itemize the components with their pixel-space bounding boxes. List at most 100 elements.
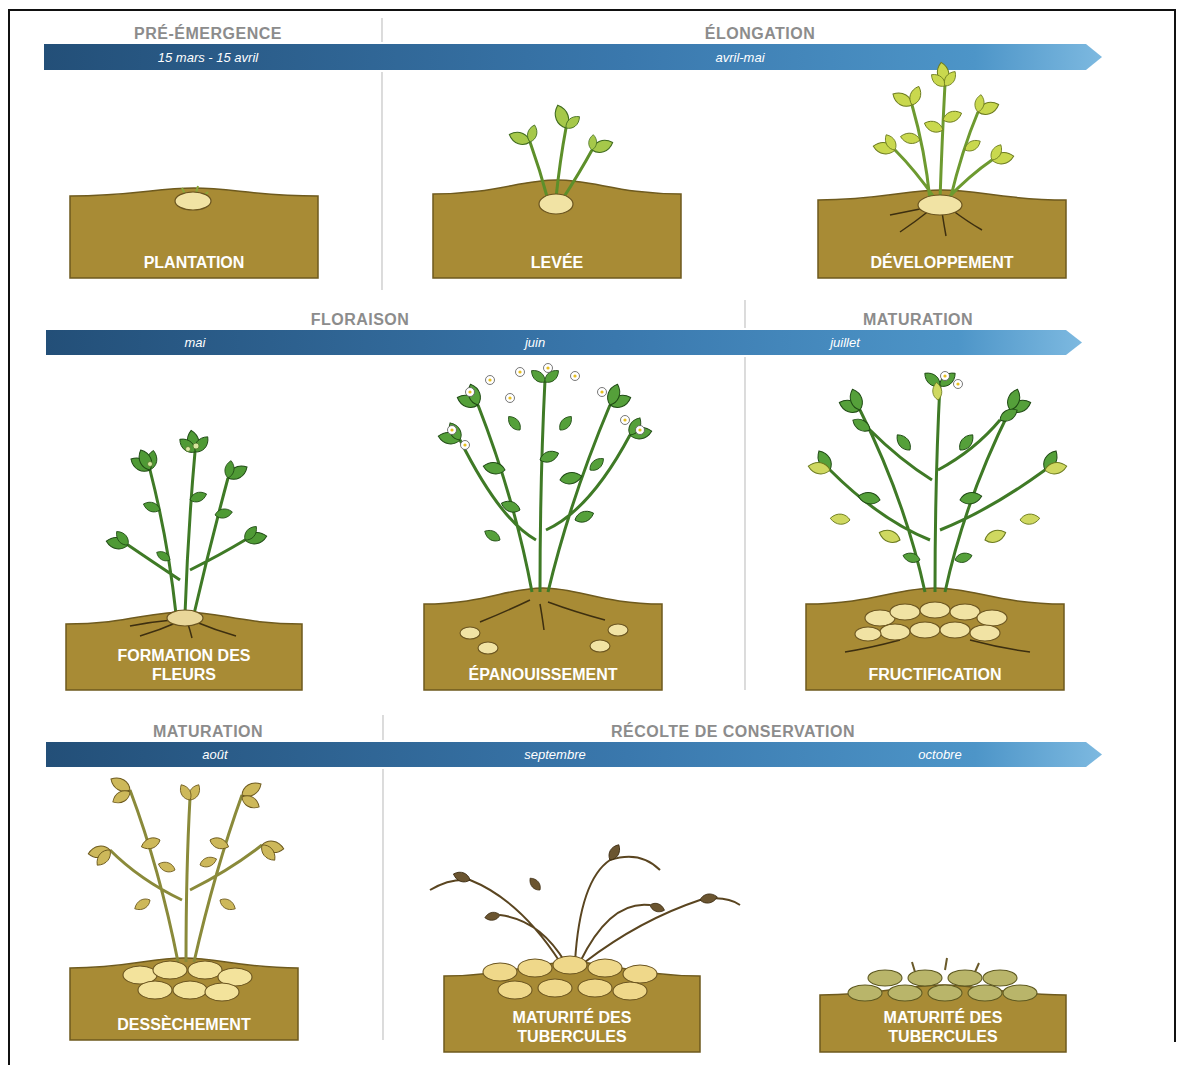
flowering-plant	[500, 498, 522, 514]
flowering-plant	[516, 368, 525, 377]
flowering-plant	[486, 376, 495, 385]
fruiting-plant	[902, 551, 921, 564]
fruiting-plant	[855, 627, 881, 641]
drying-plant	[258, 842, 278, 864]
soil-mound-shape	[424, 588, 662, 690]
budding-plant	[148, 462, 153, 467]
soil-mound-shape	[433, 180, 681, 278]
drying-plant	[173, 981, 207, 999]
flowering-plant	[483, 527, 503, 544]
dead-haulm	[484, 911, 501, 921]
budding-plant	[142, 500, 162, 514]
timeline-band: aoûtseptembreoctobre	[46, 742, 1102, 767]
drying-plant	[157, 860, 177, 874]
fruiting-plant	[941, 372, 963, 389]
budding-plant	[148, 443, 200, 467]
stored-tubers	[888, 985, 922, 1001]
flowering-plant	[460, 627, 480, 639]
soil-mound-shape	[70, 958, 298, 1040]
young-plant	[923, 118, 945, 134]
flowering-plant	[573, 508, 595, 524]
period-text: juillet	[830, 335, 860, 350]
flowering-plant	[446, 420, 465, 442]
flowering-plant	[482, 461, 506, 476]
young-plant	[900, 132, 921, 145]
flowering-plant	[598, 388, 607, 397]
budding-plant	[188, 490, 208, 504]
sprouting-plant	[507, 103, 614, 155]
seed-tuber	[175, 192, 211, 210]
flowering-plant	[559, 471, 583, 486]
band-arrow-shape	[44, 44, 1102, 70]
flowering-plant	[636, 426, 645, 435]
fruiting-plant	[910, 622, 940, 638]
stored-tubers	[983, 970, 1017, 986]
flowering-plant	[506, 394, 515, 403]
fruiting-plant	[814, 369, 1061, 564]
flowering-plant	[621, 416, 630, 425]
fruiting-plant	[857, 491, 881, 506]
budding-plant	[167, 610, 203, 626]
young-plant	[988, 143, 1005, 163]
young-plant	[941, 69, 958, 89]
dead-haulm	[623, 965, 657, 983]
frame-border	[9, 10, 1175, 1065]
phase-heading: MATURATION	[153, 722, 263, 741]
young-plant	[963, 137, 983, 154]
fruiting-plant	[970, 625, 1000, 641]
fruiting-plant	[959, 491, 983, 506]
phase-divider	[382, 769, 383, 1040]
fruiting-plant	[950, 604, 980, 620]
phase-heading: FLORAISON	[311, 310, 410, 329]
drying-plant	[87, 774, 284, 913]
flowering-plant	[460, 380, 630, 592]
fruiting-plant	[954, 380, 963, 389]
period-text: 15 mars - 15 avril	[158, 50, 258, 65]
stored-tubers	[848, 958, 1037, 1001]
fruiting-plant	[847, 387, 865, 412]
fruiting-plant	[956, 432, 976, 454]
period-text: octobre	[918, 747, 961, 762]
sprouting-plant	[588, 134, 597, 150]
young-plant	[918, 195, 962, 215]
period-text: août	[202, 747, 227, 762]
flowering-plant	[505, 414, 523, 433]
drying-plant	[140, 835, 162, 851]
drying-plant	[188, 961, 222, 979]
soil-mound-shape	[818, 190, 1066, 278]
drying-plant	[138, 981, 172, 999]
stage-label: PLANTATION	[94, 253, 294, 272]
drying-plant	[218, 896, 238, 913]
stored-tubers	[968, 985, 1002, 1001]
timeline-band: maijuinjuillet	[46, 330, 1082, 355]
dead-haulm	[527, 876, 543, 893]
stage-label: ÉPANOUISSEMENT	[433, 665, 653, 684]
fruiting-plant	[880, 624, 910, 640]
dead-haulm	[483, 963, 517, 981]
flowering-plant	[448, 426, 457, 435]
phase-divider	[382, 18, 745, 1040]
budding-plant	[128, 452, 245, 614]
soil-mound-shape	[806, 588, 1064, 690]
soil-mound-shape	[66, 612, 302, 690]
budding-plant	[113, 529, 131, 548]
drying-plant	[93, 847, 113, 869]
dead-haulm	[578, 979, 612, 997]
stage-label: LEVÉE	[457, 253, 657, 272]
drying-plant	[153, 961, 187, 979]
flowering-plant	[557, 414, 575, 433]
budding-plant	[105, 429, 267, 638]
dead-haulm	[498, 981, 532, 999]
phase-divider	[744, 357, 745, 690]
dead-haulm	[588, 959, 622, 977]
soil-mound-shape	[70, 188, 318, 278]
frame-border	[9, 10, 1175, 1065]
stored-tubers	[1003, 985, 1037, 1001]
flowering-plant	[466, 388, 475, 397]
phase-heading: ÉLONGATION	[705, 24, 815, 43]
young-plant	[907, 85, 923, 107]
fruiting-plant	[1044, 461, 1068, 476]
flowering-plant	[571, 372, 580, 381]
dead-haulm	[699, 893, 718, 905]
